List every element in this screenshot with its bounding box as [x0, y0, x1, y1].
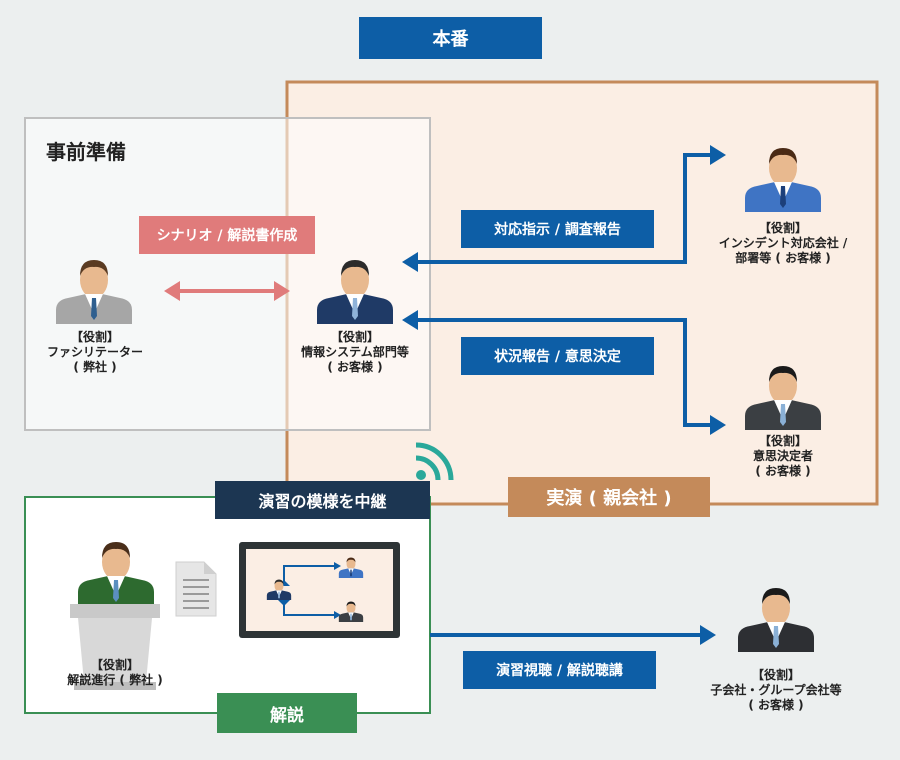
broadcast-signal-icon [415, 442, 454, 481]
document-icon [175, 561, 217, 617]
role-subsidiary-line1: 【役割】 [751, 668, 800, 682]
role-decision-line2: 意思決定者 [752, 449, 813, 463]
monitor-person-center [266, 579, 292, 600]
role-presenter-line1: 【役割】 [90, 658, 139, 672]
viewing-arrow-head [700, 625, 716, 645]
role-it-dept-line3: ( お客様 ) [327, 360, 383, 374]
role-presenter: 【役割】 解説進行 ( 弊社 ) [40, 658, 190, 688]
instruction-arrow-head-right [710, 145, 726, 165]
role-decision-line3: ( お客様 ) [755, 464, 811, 478]
role-facilitator-line3: ( 弊社 ) [73, 360, 117, 374]
role-it-dept: 【役割】 情報システム部門等 ( お客様 ) [275, 330, 435, 375]
role-decision: 【役割】 意思決定者 ( お客様 ) [708, 434, 858, 479]
instruction-arrow-head-left [402, 252, 418, 272]
status-arrow-head-left [402, 310, 418, 330]
instruction-label: 対応指示 / 調査報告 [461, 210, 654, 248]
status-arrow-head-right [710, 415, 726, 435]
role-facilitator-line1: 【役割】 [70, 330, 119, 344]
role-incident-line1: 【役割】 [758, 221, 807, 235]
prep-title: 事前準備 [46, 140, 126, 164]
incident-person-icon [745, 148, 821, 212]
page-title: 本番 [359, 17, 542, 59]
role-it-dept-line1: 【役割】 [330, 330, 379, 344]
monitor-person-bottom [338, 601, 364, 622]
decision-person-icon [745, 366, 821, 430]
commentary-tag: 解説 [217, 693, 357, 733]
status-label: 状況報告 / 意思決定 [461, 337, 654, 375]
role-subsidiary: 【役割】 子会社・グループ会社等 ( お客様 ) [696, 668, 856, 713]
podium-icon [70, 604, 160, 690]
prep-double-arrow [164, 281, 290, 301]
facilitator-person-icon [56, 260, 132, 324]
role-facilitator: 【役割】 ファシリテーター ( 弊社 ) [20, 330, 170, 375]
monitor-icon [239, 542, 400, 638]
relay-tag: 演習の模様を中継 [215, 481, 430, 519]
role-incident: 【役割】 インシデント対応会社 / 部署等 ( お客様 ) [698, 221, 868, 266]
viewing-label: 演習視聴 / 解説聴講 [463, 651, 656, 689]
role-decision-line1: 【役割】 [758, 434, 807, 448]
role-it-dept-line2: 情報システム部門等 [301, 345, 409, 359]
role-facilitator-line2: ファシリテーター [46, 345, 143, 359]
role-presenter-line2: 解説進行 ( 弊社 ) [67, 673, 163, 687]
prep-arrow-label: シナリオ / 解説書作成 [139, 216, 315, 254]
it-dept-person-icon [317, 260, 393, 324]
role-subsidiary-line2: 子会社・グループ会社等 [710, 683, 842, 697]
presenter-person-icon [78, 542, 154, 606]
role-subsidiary-line3: ( お客様 ) [748, 698, 804, 712]
role-incident-line2: インシデント対応会社 / [718, 236, 848, 250]
instruction-arrow [415, 153, 712, 264]
role-incident-line3: 部署等 ( お客様 ) [735, 251, 831, 265]
monitor-person-top [338, 557, 364, 578]
live-tag: 実演 ( 親会社 ) [508, 477, 710, 517]
subsidiary-person-icon [738, 588, 814, 652]
status-arrow [415, 318, 712, 427]
